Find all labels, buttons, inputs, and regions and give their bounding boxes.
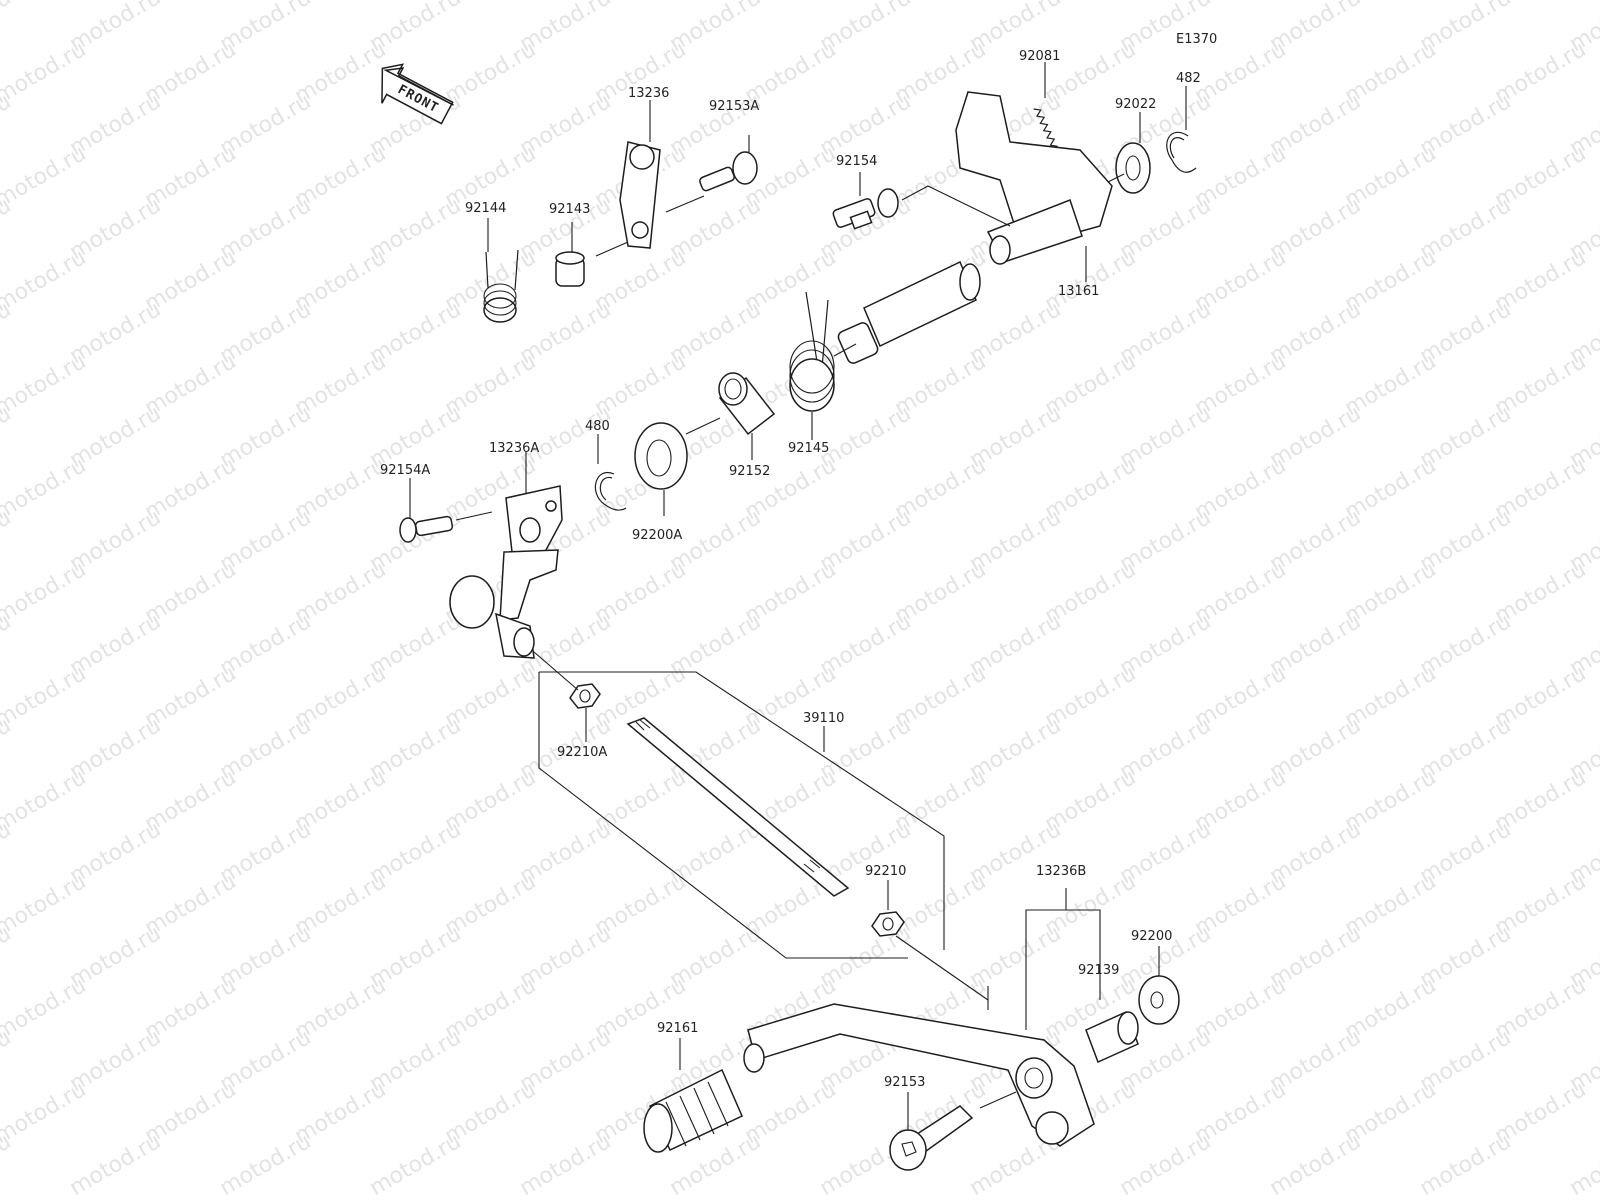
label-92081: 92081 <box>1019 49 1060 64</box>
circlip-480 <box>594 471 627 511</box>
label-92200: 92200 <box>1131 929 1172 944</box>
watermark-text: motod.ru <box>0 245 90 317</box>
label-92144: 92144 <box>465 201 506 216</box>
pedal-lever-13236B <box>747 1003 1095 1147</box>
watermark-text: motod.ru <box>0 973 90 1045</box>
watermark-text: motod.ru <box>1416 1129 1516 1200</box>
label-92143: 92143 <box>549 202 590 217</box>
label-13236: 13236 <box>628 86 669 101</box>
watermark-text: motod.ru <box>0 765 90 837</box>
collar-92143 <box>555 251 585 287</box>
label-92152: 92152 <box>729 464 770 479</box>
watermark-text: motod.ru <box>0 141 90 213</box>
watermark-text: motod.ru <box>1266 1129 1366 1200</box>
label-480: 480 <box>585 419 610 434</box>
watermark-text: motod.ru <box>516 1129 616 1200</box>
spring-92145 <box>789 291 835 412</box>
washer-92200A <box>634 422 688 490</box>
label-482: 482 <box>1176 71 1201 86</box>
watermark-text: motod.ru <box>216 1129 316 1200</box>
bolt-92154 <box>832 188 899 230</box>
bolt-92154A <box>399 515 454 543</box>
label-13161: 13161 <box>1058 284 1099 299</box>
label-92139: 92139 <box>1078 963 1119 978</box>
label-13236B: 13236B <box>1036 864 1086 879</box>
label-92154A: 92154A <box>380 463 430 478</box>
label-92145: 92145 <box>788 441 829 456</box>
label-92153: 92153 <box>884 1075 925 1090</box>
nut-92210 <box>871 911 905 937</box>
watermark-text: motod.ru <box>0 0 15 57</box>
watermark-text: motod.ru <box>0 661 90 733</box>
label-92153A: 92153A <box>709 99 759 114</box>
circlip-482 <box>1166 131 1197 173</box>
watermark-text: motod.ru <box>0 349 90 421</box>
label-92210: 92210 <box>865 864 906 879</box>
watermark-text: motod.ru <box>0 869 90 941</box>
watermark-text: motod.ru <box>0 37 90 109</box>
label-39110: 39110 <box>803 711 844 726</box>
spring-92144 <box>483 249 519 323</box>
spring-92081 <box>1033 108 1058 147</box>
collar-92152 <box>718 372 776 436</box>
bolt-92153A <box>699 151 758 192</box>
label-92210A: 92210A <box>557 745 607 760</box>
part-labels: 13236 92153A 92081 482 92022 92144 92143… <box>380 49 1201 1090</box>
leader-lines <box>409 62 1187 1130</box>
label-92161: 92161 <box>657 1021 698 1036</box>
arm-13236A <box>449 485 563 659</box>
drawing-id: E1370 <box>1176 32 1217 47</box>
watermark-text: motod.ru <box>0 453 90 525</box>
bolt-92153 <box>889 1105 974 1171</box>
watermark-text: motod.ru <box>0 557 90 629</box>
label-92200A: 92200A <box>632 528 682 543</box>
label-92022: 92022 <box>1115 97 1156 112</box>
watermark-text: motod.ru <box>1116 1129 1216 1200</box>
lever-13236 <box>619 141 661 249</box>
watermark-text: motod.ru <box>366 1129 466 1200</box>
shift-shaft-13161 <box>837 91 1113 364</box>
watermark-text: motod.ru <box>66 1129 166 1200</box>
tie-rod-39110 <box>626 717 850 897</box>
watermark-text: motod.ru <box>0 1077 90 1149</box>
label-92154: 92154 <box>836 154 877 169</box>
washer-92200 <box>1138 975 1180 1025</box>
footpeg-rubber-92161 <box>643 1043 765 1153</box>
watermark-text: motod.ru <box>1566 1129 1600 1200</box>
collar-92139 <box>1085 1010 1139 1064</box>
washer-92022 <box>1115 142 1151 194</box>
label-13236A: 13236A <box>489 441 539 456</box>
